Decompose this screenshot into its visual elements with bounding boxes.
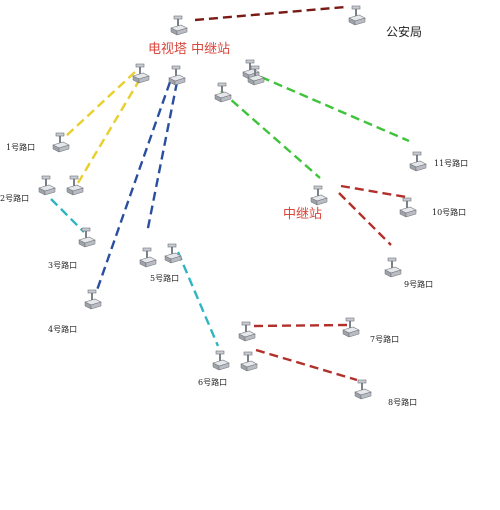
link-tower-r1 <box>65 71 136 137</box>
link-tower-r4 <box>94 81 172 294</box>
label-r7: 7号路口 <box>370 334 399 344</box>
label-r3: 3号路口 <box>48 260 77 270</box>
label-relay: 中继站 <box>283 207 322 222</box>
label-r1: 1号路口 <box>6 142 35 152</box>
label-police: 公安局 <box>386 24 422 39</box>
link-r6-r7 <box>253 323 348 328</box>
link-r2-r3 <box>50 198 85 233</box>
link-r6-r8 <box>255 348 358 382</box>
label-r2: 2号路口 <box>0 193 29 203</box>
label-r11: 11号路口 <box>434 158 468 168</box>
device-r7-icon <box>342 317 360 338</box>
link-tower-r5 <box>145 81 179 234</box>
devices-layer <box>38 5 427 400</box>
device-r1-icon <box>52 132 70 153</box>
device-r8-icon <box>354 379 372 400</box>
device-r5a-icon <box>139 247 157 268</box>
label-tv-tower-relay: 电视塔 中继站 <box>148 42 230 57</box>
device-tower-c-icon <box>168 65 186 86</box>
device-tower-b-icon <box>132 63 150 84</box>
link-police-tower <box>194 5 346 22</box>
link-r5-r6 <box>176 251 220 347</box>
label-r6: 6号路口 <box>198 377 227 387</box>
link-relay-r9 <box>338 192 392 246</box>
device-relay-a-icon <box>214 82 232 103</box>
label-r4: 4号路口 <box>48 324 77 334</box>
label-r10: 10号路口 <box>432 207 466 217</box>
device-r2b-icon <box>66 175 84 196</box>
device-relay-c-icon <box>247 65 265 86</box>
device-r3-icon <box>78 227 96 248</box>
links-layer <box>50 5 410 382</box>
label-r5: 5号路口 <box>150 273 179 283</box>
device-r10-icon <box>399 197 417 218</box>
device-police-icon <box>348 5 366 26</box>
device-relay-d-icon <box>310 185 328 206</box>
link-relay-r10 <box>340 184 407 199</box>
device-r6c-icon <box>240 351 258 372</box>
link-tower-r11 <box>260 75 410 143</box>
link-tower-relay <box>220 90 321 179</box>
label-r8: 8号路口 <box>388 397 417 407</box>
device-r4-icon <box>84 289 102 310</box>
device-r6a-icon <box>212 350 230 371</box>
device-r6b-icon <box>238 321 256 342</box>
device-tower-a-icon <box>170 15 188 36</box>
link-tower-r2 <box>76 78 142 184</box>
label-r9: 9号路口 <box>404 279 433 289</box>
device-r9-icon <box>384 257 402 278</box>
device-r2a-icon <box>38 175 56 196</box>
labels-layer: 公安局 电视塔 中继站 中继站 1号路口 2号路口 3号路口 4号路口 5号路口… <box>0 24 468 407</box>
device-r11-icon <box>409 151 427 172</box>
device-r5b-icon <box>164 243 182 264</box>
